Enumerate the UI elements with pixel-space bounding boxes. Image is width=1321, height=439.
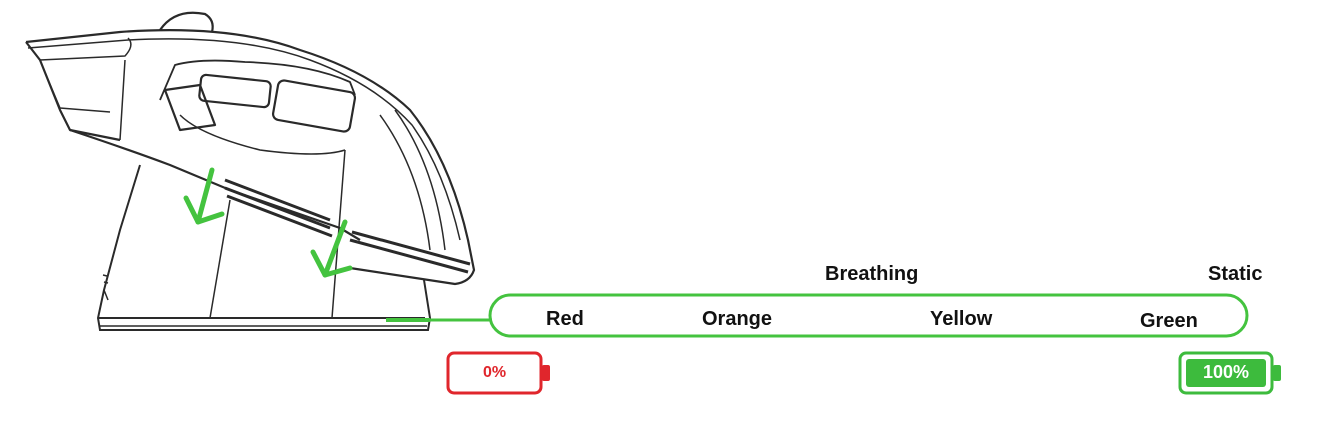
status-scale bbox=[488, 293, 1249, 338]
battery-empty-icon bbox=[446, 351, 550, 395]
battery-full-icon bbox=[1178, 351, 1281, 395]
down-arrow-icon bbox=[183, 167, 225, 225]
color-label-yellow: Yellow bbox=[930, 308, 993, 330]
battery-full-label: 100% bbox=[1202, 362, 1250, 382]
mode-label-breathing: Breathing bbox=[825, 263, 919, 285]
down-arrow-icon bbox=[310, 219, 353, 278]
color-label-red: Red bbox=[546, 308, 584, 330]
battery-empty-label: 0% bbox=[482, 364, 507, 381]
mouse-illustration bbox=[25, 11, 476, 286]
mode-label-static: Static bbox=[1208, 263, 1263, 285]
color-label-green: Green bbox=[1140, 310, 1198, 332]
color-label-orange: Orange bbox=[702, 308, 773, 330]
